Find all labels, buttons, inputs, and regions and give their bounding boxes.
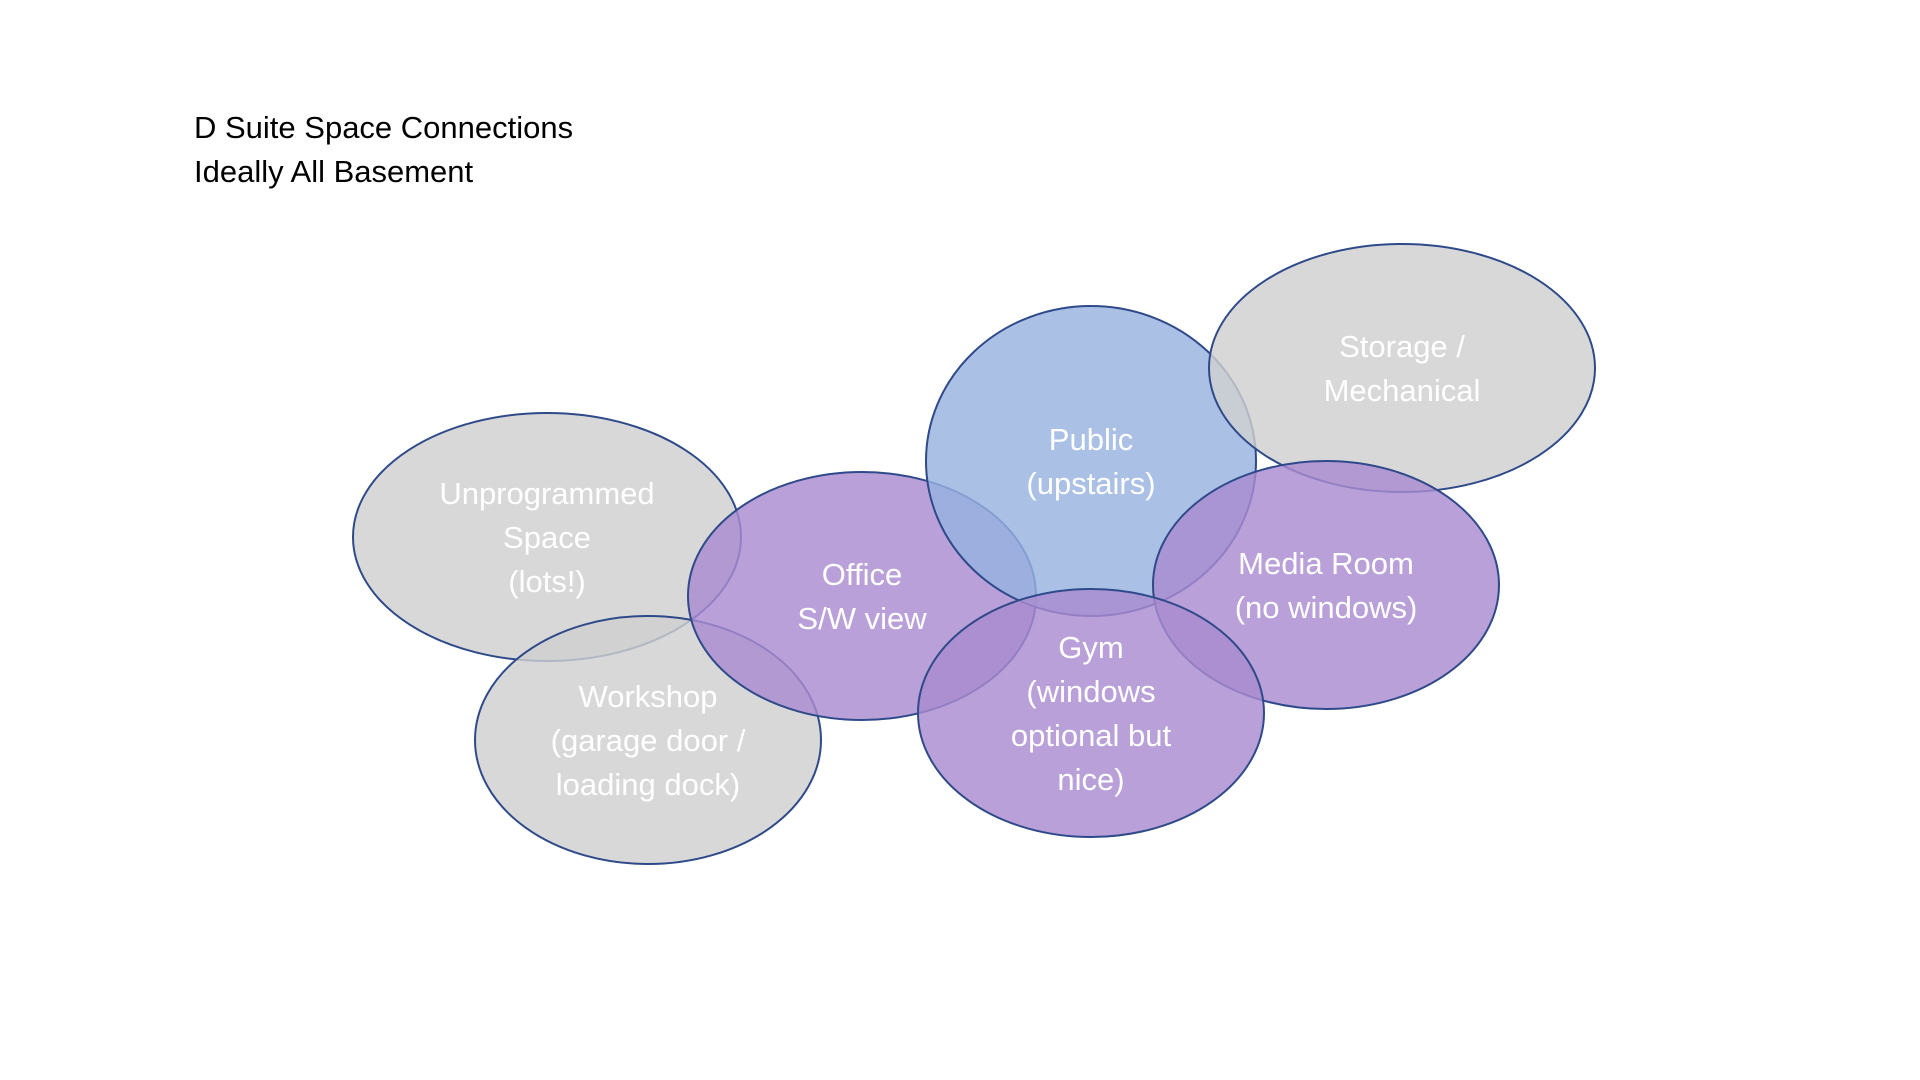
public-label-line: Public	[1049, 422, 1133, 457]
office-label-line: Office	[822, 557, 902, 592]
storage-label-line: Storage /	[1339, 329, 1465, 364]
workshop-label-line: loading dock)	[556, 767, 740, 802]
gym-label-line: Gym	[1058, 630, 1123, 665]
title-line-1: D Suite Space Connections	[194, 110, 574, 145]
bubble-layer	[352, 243, 1596, 865]
storage-bubble	[1208, 243, 1596, 493]
gym-label: Gym (windows optional but nice)	[1011, 630, 1172, 797]
unprogrammed-label-line: Space	[503, 520, 591, 555]
unprogrammed-label-line: Unprogrammed	[439, 476, 654, 511]
public-label: Public (upstairs)	[1026, 422, 1155, 501]
media-bubble	[1152, 460, 1500, 710]
office-label-line: S/W view	[797, 601, 927, 636]
storage-label-line: Mechanical	[1324, 373, 1481, 408]
media-label-line: (no windows)	[1235, 590, 1418, 625]
workshop-label: Workshop (garage door / loading dock)	[551, 679, 746, 802]
slide-title: D Suite Space Connections Ideally All Ba…	[194, 106, 573, 194]
gym-label-line: (windows	[1026, 674, 1155, 709]
storage-label: Storage / Mechanical	[1324, 329, 1481, 408]
workshop-label-line: Workshop	[579, 679, 718, 714]
gym-bubble	[917, 588, 1265, 838]
gym-label-line: nice)	[1057, 762, 1124, 797]
workshop-label-line: (garage door /	[551, 723, 746, 758]
title-line-2: Ideally All Basement	[194, 154, 474, 189]
media-label-line: Media Room	[1238, 546, 1414, 581]
public-label-line: (upstairs)	[1026, 466, 1155, 501]
unprogrammed-label-line: (lots!)	[508, 564, 586, 599]
gym-label-line: optional but	[1011, 718, 1172, 753]
media-label: Media Room (no windows)	[1235, 546, 1418, 625]
